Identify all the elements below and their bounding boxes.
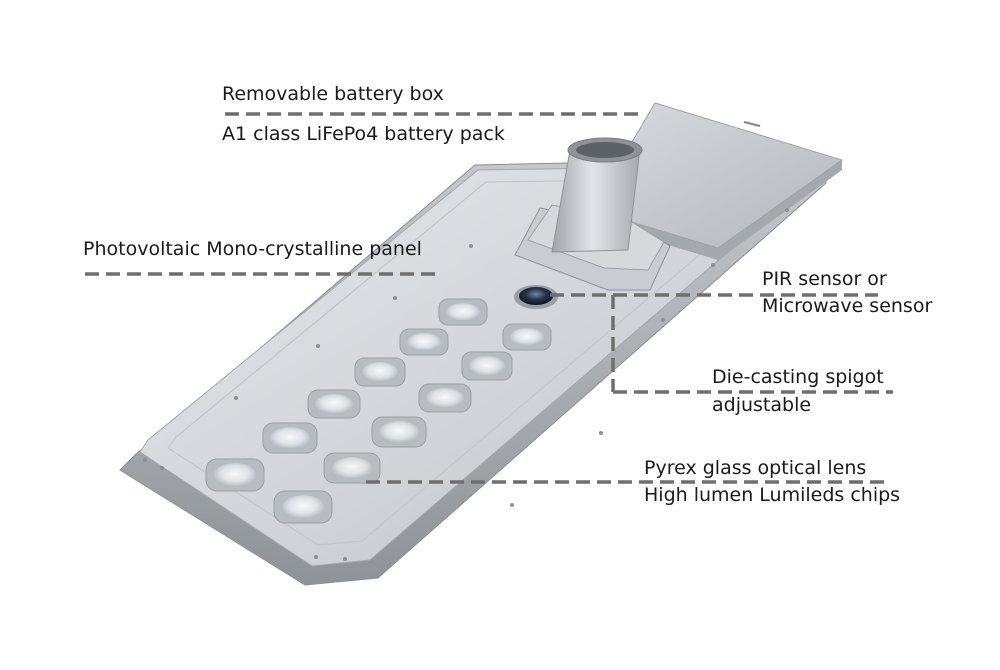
callout-sensor-line-1: PIR sensor or bbox=[762, 268, 887, 290]
callout-battery-box: Removable battery box bbox=[222, 83, 444, 105]
sensor-lens bbox=[519, 287, 553, 305]
spigot-pipe-bore bbox=[576, 142, 634, 158]
led-lens-array bbox=[205, 298, 552, 524]
callout-pv-panel: Photovoltaic Mono-crystalline panel bbox=[83, 238, 422, 260]
battery-box-top bbox=[591, 102, 844, 249]
callout-battery-pack: A1 class LiFePo4 battery pack bbox=[222, 123, 505, 145]
panel-screws bbox=[143, 208, 789, 561]
battery-box-side bbox=[592, 160, 842, 260]
battery-box-vent bbox=[743, 121, 761, 127]
callout-lens-line-1: Pyrex glass optical lens bbox=[644, 457, 867, 479]
leader-lines bbox=[85, 112, 893, 484]
callout-lens-line-2: High lumen Lumileds chips bbox=[644, 484, 901, 506]
callout-sensor-line-2: Microwave sensor bbox=[762, 295, 933, 317]
callout-spigot-line-1: Die-casting spigot bbox=[712, 366, 884, 388]
callout-spigot-line-2: adjustable bbox=[712, 394, 812, 416]
